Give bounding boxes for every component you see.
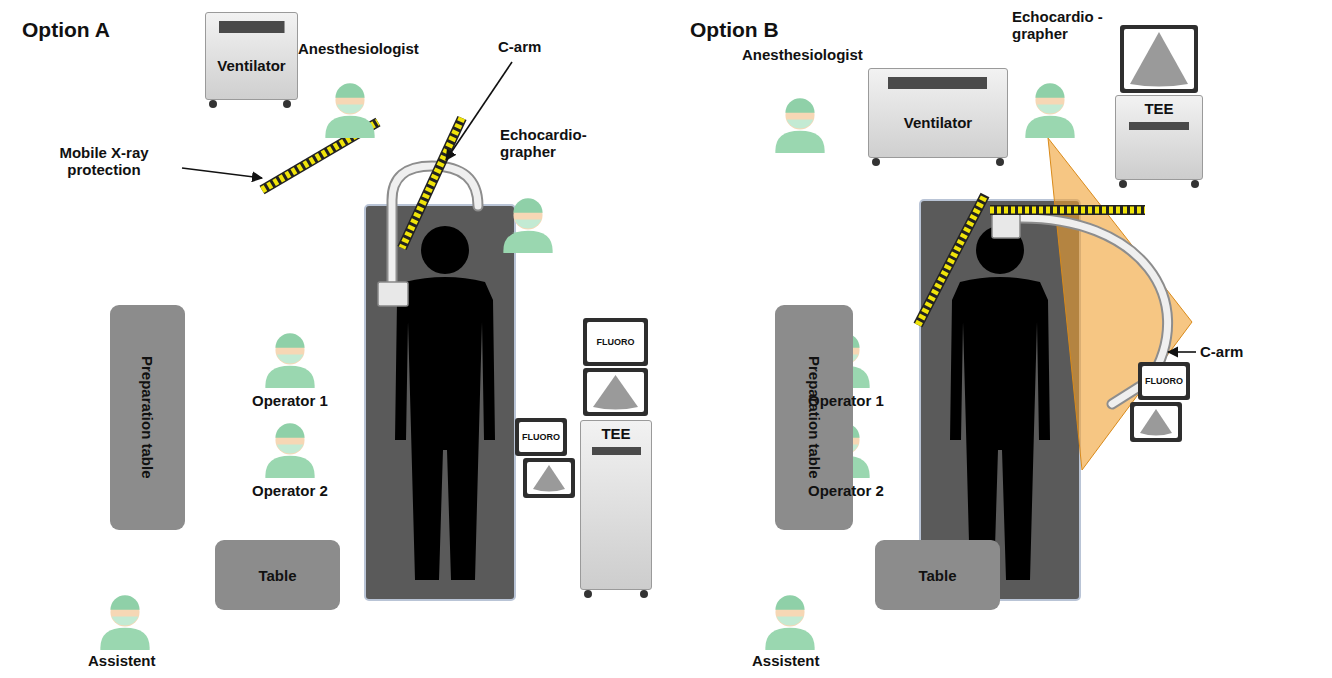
- staff-figure: [765, 595, 814, 650]
- side-table: Table: [215, 540, 340, 610]
- tee-cart: TEE: [580, 420, 652, 590]
- role-label: Assistent: [88, 652, 156, 669]
- fluoro-monitor: FLUORO: [1138, 362, 1190, 400]
- node-text: TEE: [1144, 100, 1173, 117]
- node-text: Table: [918, 567, 956, 584]
- option-heading: Option B: [690, 18, 779, 42]
- label-text: Assistent: [88, 652, 156, 669]
- role-label: Assistent: [752, 652, 820, 669]
- cart-wheel: [1191, 180, 1199, 188]
- role-label: Echocardio -grapher: [1012, 8, 1112, 43]
- label-text: Anesthesiologist: [298, 40, 419, 57]
- cart-wheel: [872, 158, 880, 166]
- leader-arrow: [1168, 351, 1196, 353]
- staff-figure: [265, 423, 314, 478]
- node-text: Ventilator: [904, 114, 972, 131]
- label-text: Assistent: [752, 652, 820, 669]
- label-text: Operator 1: [808, 392, 884, 409]
- patient-body: [395, 277, 495, 580]
- cart-wheel: [209, 100, 217, 108]
- role-label: Operator 2: [252, 482, 328, 499]
- role-label: C-arm: [1200, 343, 1243, 360]
- echo-monitor: [583, 368, 648, 416]
- xray-detector: [992, 214, 1020, 238]
- label-text: C-arm: [1200, 343, 1243, 360]
- patient-head: [421, 226, 469, 274]
- node-text: FLUORO: [1142, 366, 1186, 396]
- label-text: Operator 1: [252, 392, 328, 409]
- tee-cart: TEE: [1115, 95, 1203, 180]
- fluoro-monitor: FLUORO: [515, 418, 567, 456]
- label-text: C-arm: [498, 38, 541, 55]
- ventilator-box: Ventilator: [868, 68, 1008, 158]
- role-label: Anesthesiologist: [298, 40, 419, 57]
- ventilator-box: Ventilator: [205, 12, 298, 100]
- role-label: Anesthesiologist: [742, 46, 863, 63]
- side-table: Table: [875, 540, 1000, 610]
- staff-figure: [1025, 83, 1074, 138]
- label-text: Operator 2: [252, 482, 328, 499]
- fluoro-monitor: FLUORO: [583, 318, 648, 366]
- node-text: FLUORO: [519, 422, 563, 452]
- node-text: Table: [258, 567, 296, 584]
- cart-wheel: [1119, 180, 1127, 188]
- cart-wheel: [283, 100, 291, 108]
- label-text: Option A: [22, 18, 110, 41]
- echo-monitor: [523, 458, 575, 498]
- xray-detector: [378, 282, 408, 306]
- cart-wheel: [640, 590, 648, 598]
- staff-figure: [100, 595, 149, 650]
- staff-figure: [503, 198, 552, 253]
- preparation-table: Preparation table: [110, 305, 185, 530]
- role-label: C-arm: [498, 38, 541, 55]
- role-label: Operator 1: [808, 392, 884, 409]
- staff-figure: [265, 333, 314, 388]
- cart-wheel: [996, 158, 1004, 166]
- node-text: Ventilator: [217, 57, 285, 74]
- xray-barrier: [918, 195, 985, 325]
- label-text: Option B: [690, 18, 779, 41]
- leader-arrow: [182, 168, 262, 178]
- xray-barrier: [402, 118, 462, 248]
- staff-figure: [325, 83, 374, 138]
- label-text: Anesthesiologist: [742, 46, 863, 63]
- xray-barrier: [990, 210, 1145, 211]
- label-text: Operator 2: [808, 482, 884, 499]
- role-label: Echocardio- grapher: [500, 126, 600, 161]
- node-text: TEE: [601, 425, 630, 442]
- echo-monitor: [1120, 25, 1198, 93]
- role-label: Operator 2: [808, 482, 884, 499]
- echo-monitor: [1130, 402, 1182, 442]
- cart-wheel: [584, 590, 592, 598]
- patient-body: [950, 277, 1050, 580]
- label-text: Echocardio- grapher: [500, 126, 587, 160]
- staff-figure: [775, 98, 824, 153]
- node-text: Preparation table: [139, 356, 156, 479]
- role-label: Operator 1: [252, 392, 328, 409]
- label-text: Mobile X-ray protection: [59, 144, 148, 178]
- option-heading: Option A: [22, 18, 110, 42]
- role-label: Mobile X-ray protection: [28, 144, 180, 179]
- node-text: Preparation table: [806, 356, 823, 479]
- node-text: FLUORO: [587, 322, 644, 362]
- label-text: Echocardio -grapher: [1012, 8, 1103, 42]
